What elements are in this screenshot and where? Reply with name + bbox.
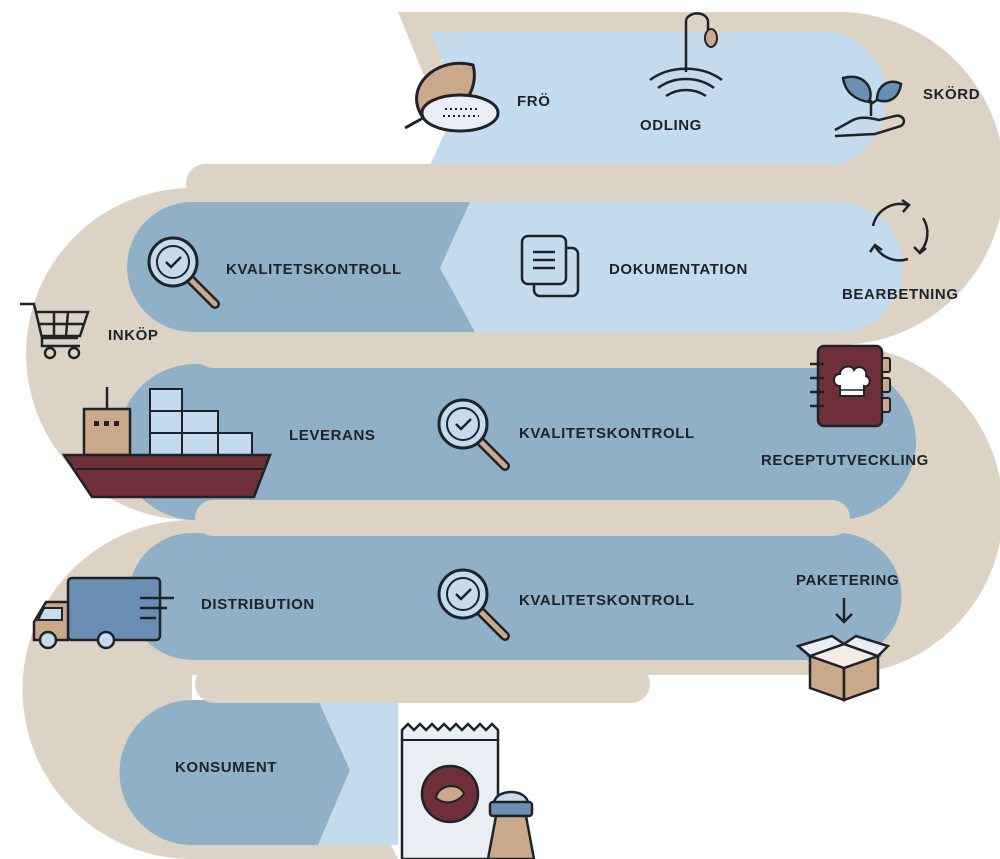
label-distribution: DISTRIBUTION [201,596,315,613]
label-konsument: KONSUMENT [175,759,277,776]
label-skord: SKÖRD [923,86,980,103]
magnifier-check-icon [437,568,510,641]
open-box-icon [795,598,891,702]
band-1-light [430,32,887,165]
label-dokumentation: DOKUMENTATION [609,261,748,278]
separator-4 [195,665,650,703]
separator-1 [186,164,850,202]
band-4-dark [128,533,902,660]
label-kvalitetskontroll-3: KVALITETSKONTROLL [519,592,695,609]
band-5-light [318,700,398,845]
separator-3 [195,500,850,536]
recipe-book-icon [810,344,891,428]
magnifier-check-icon [437,398,510,471]
label-fro: FRÖ [517,93,550,110]
irrigation-icon [649,12,723,98]
snack-bag-icon [400,722,500,859]
band-5-dark [119,700,350,845]
plant-in-hand-icon [834,75,906,138]
separator-2 [195,332,850,368]
label-kvalitetskontroll-2: KVALITETSKONTROLL [519,425,695,442]
step-labels: FRÖ ODLING SKÖRD BEARBETNING DOKUMENTATI… [108,86,980,776]
recycle-arrows-icon [868,198,929,262]
serpentine-path [22,12,1000,859]
salt-shaker-icon [486,790,536,859]
documents-icon [520,234,580,298]
band-2-light [440,202,903,332]
band-3-dark [117,363,917,520]
seed-icon [404,61,500,133]
label-receptutveckling: RECEPTUTVECKLING [761,452,929,469]
label-leverans: LEVERANS [289,427,375,444]
label-inkop: INKÖP [108,327,159,344]
cargo-ship-icon [61,387,272,499]
label-bearbetning: BEARBETNING [842,286,959,303]
delivery-truck-icon [32,576,174,650]
shopping-cart-icon [20,302,90,360]
label-odling: ODLING [640,117,702,134]
label-paketering: PAKETERING [796,572,899,589]
magnifier-check-icon [147,236,220,309]
label-kvalitetskontroll-1: KVALITETSKONTROLL [226,261,402,278]
